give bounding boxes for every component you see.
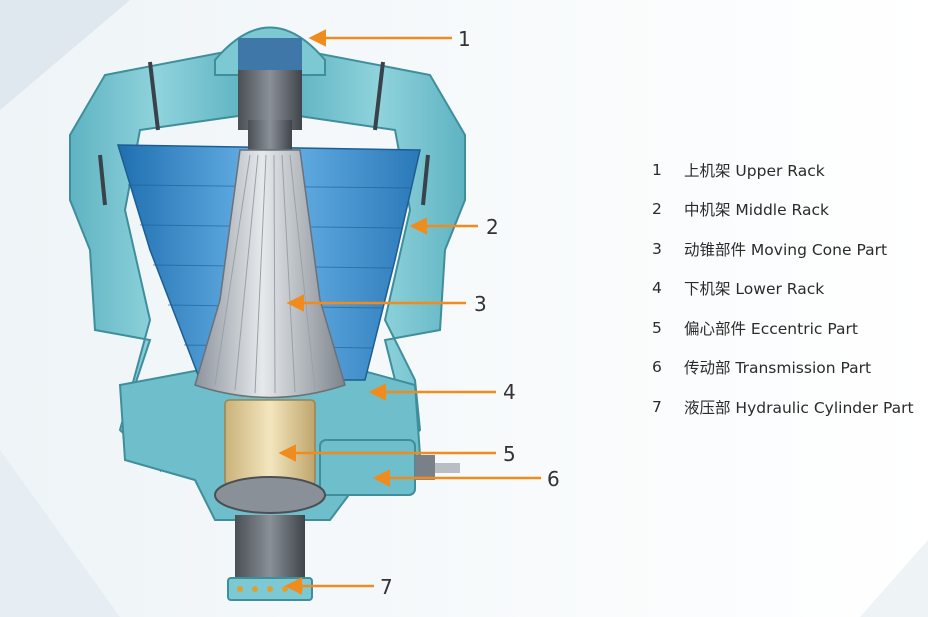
legend-item-hydraulic-cylinder-part: 7 液压部 Hydraulic Cylinder Part [652,387,914,427]
callout-number-7: 7 [380,575,393,599]
callout-arrows [278,29,541,595]
callout-number-4: 4 [503,380,516,404]
legend-label: 偏心部件 Eccentric Part [684,319,858,338]
moving-cone [194,120,346,399]
legend-item-moving-cone-part: 3 动锥部件 Moving Cone Part [652,229,914,269]
legend-item-middle-rack: 2 中机架 Middle Rack [652,190,914,230]
callout-number-5: 5 [503,442,516,466]
callout-number-6: 6 [547,467,560,491]
legend-item-upper-rack: 1 上机架 Upper Rack [652,150,914,190]
legend-label: 传动部 Transmission Part [684,359,872,378]
legend-label: 上机架 Upper Rack [684,161,825,180]
legend-number: 4 [652,279,662,298]
callout-number-2: 2 [486,215,499,239]
callout-number-3: 3 [474,292,487,316]
legend-item-lower-rack: 4 下机架 Lower Rack [652,269,914,309]
legend-label: 下机架 Lower Rack [684,280,825,299]
legend-number: 5 [652,318,662,337]
legend-label: 中机架 Middle Rack [684,201,829,220]
eccentric-part [224,399,316,486]
corner-accent-top-left [0,0,130,110]
legend-item-transmission-part: 6 传动部 Transmission Part [652,348,914,388]
legend-number: 7 [652,397,662,416]
corner-accent-bottom-left [0,450,120,617]
legend-number: 6 [652,358,662,377]
legend-item-eccentric-part: 5 偏心部件 Eccentric Part [652,308,914,348]
legend-label: 液压部 Hydraulic Cylinder Part [684,398,914,417]
corner-accent-bottom-right [860,540,928,617]
legend-number: 3 [652,239,662,258]
callout-number-1: 1 [458,27,471,51]
legend-number: 1 [652,160,662,179]
parts-legend: 1 上机架 Upper Rack 2 中机架 Middle Rack 3 动锥部… [652,150,914,427]
legend-number: 2 [652,200,662,219]
legend-label: 动锥部件 Moving Cone Part [684,240,888,259]
